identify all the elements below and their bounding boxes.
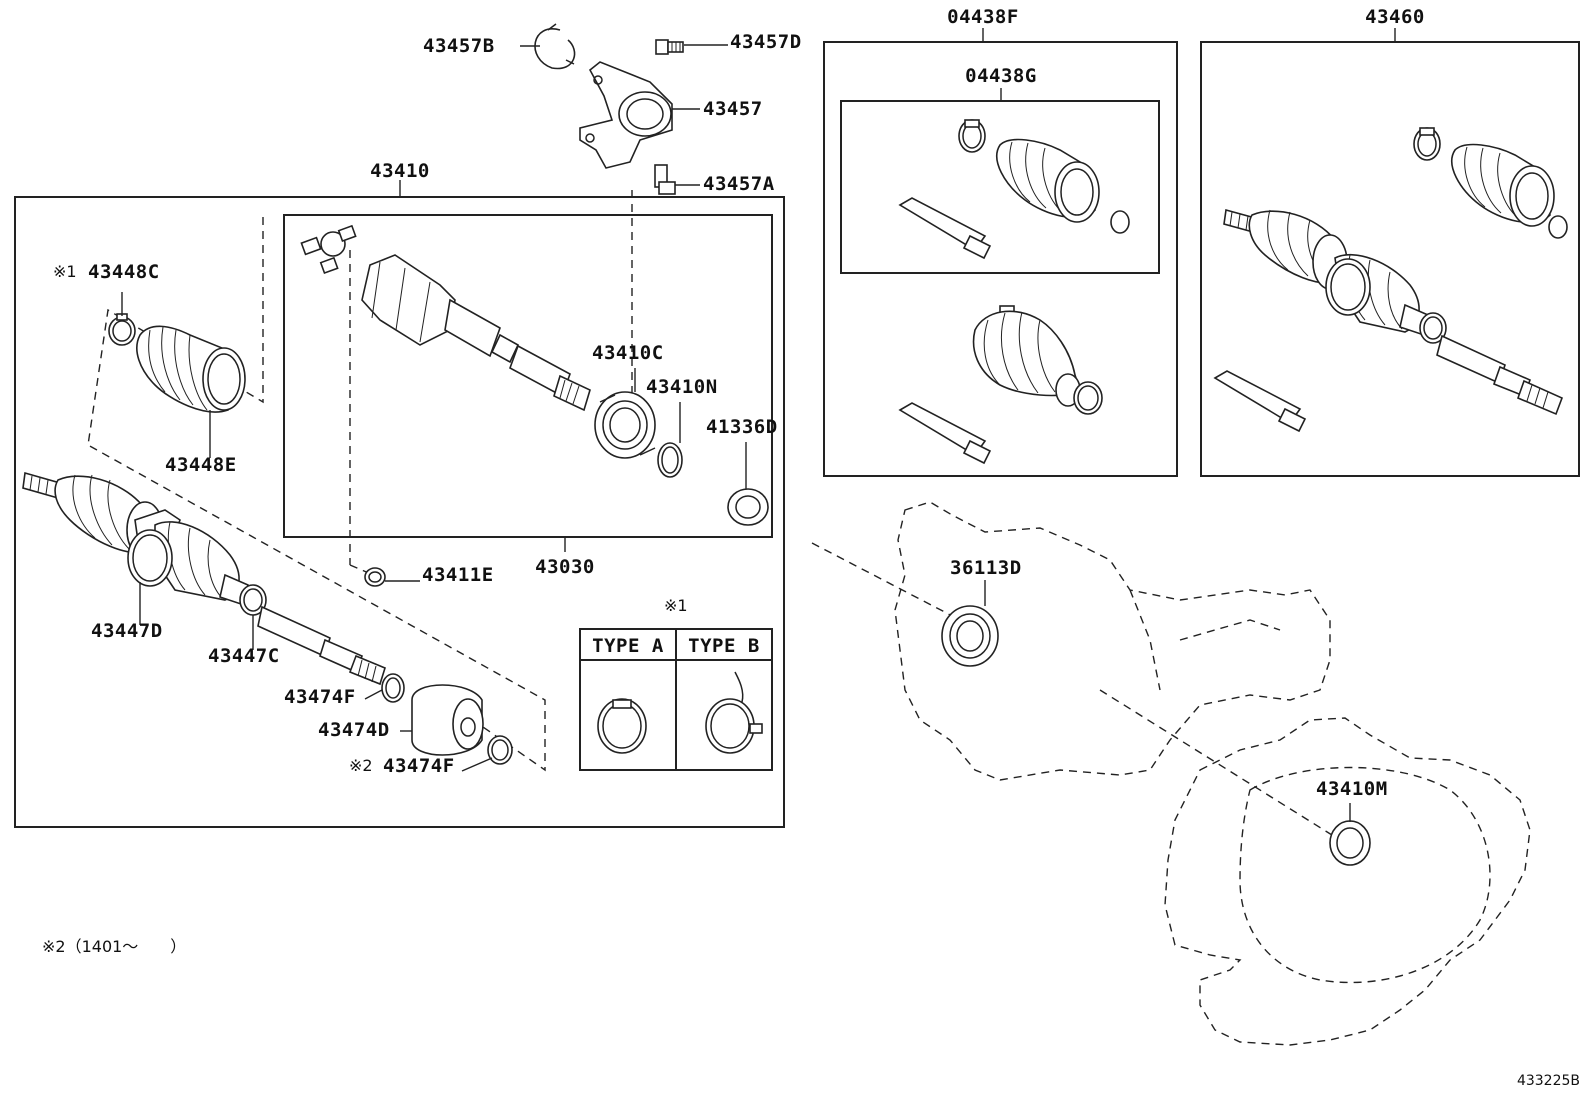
label-box-04438F: 04438F	[947, 6, 1019, 28]
outboard-joint-shaft	[22, 471, 386, 686]
oil-seal-36113D	[941, 605, 999, 667]
kit-g-boot	[996, 138, 1100, 223]
bearing-bracket-43457	[579, 61, 673, 169]
label-43410C: 43410C	[592, 342, 664, 364]
label-43457: 43457	[703, 98, 763, 120]
boot-43448E	[136, 325, 246, 413]
tripod-joint	[300, 224, 357, 275]
snap-ring-43410N	[657, 442, 683, 478]
label-43457B: 43457B	[423, 35, 495, 57]
type-table	[579, 628, 773, 771]
assy-43460-clamp	[1413, 127, 1441, 161]
assy-43460-shaft	[1223, 208, 1564, 416]
label-box-43460: 43460	[1365, 6, 1425, 28]
assy-43460-grease-tube	[1213, 370, 1307, 433]
oil-seal-41336D	[727, 488, 769, 526]
type-a-label: TYPE A	[592, 635, 664, 657]
kit-g-clamp	[958, 119, 986, 153]
box-04438G	[840, 100, 1160, 274]
guide-lines	[87, 190, 1341, 841]
assy-43460-boot	[1451, 143, 1568, 239]
label-43410M: 43410M	[1316, 778, 1388, 800]
snap-ring-43457B	[534, 23, 576, 70]
label-box-43410: 43410	[370, 160, 430, 182]
inboard-joint-shaft	[361, 254, 591, 412]
label-43448E: 43448E	[165, 454, 237, 476]
kit-g-snap-ring	[1110, 210, 1130, 234]
box-04438F	[823, 41, 1178, 477]
diagram-id: 433225B	[1517, 1073, 1580, 1089]
type-a-clamp	[597, 698, 647, 754]
snap-ring-43411E	[364, 567, 386, 587]
bolt-43457A	[654, 164, 676, 195]
kit-f-boot	[972, 305, 1103, 415]
label-box-04438G: 04438G	[965, 65, 1037, 87]
label-43448C: 43448C	[88, 261, 160, 283]
label-43410N: 43410N	[646, 376, 718, 398]
kit-g-grease-tube	[898, 197, 992, 260]
box-43030	[283, 214, 773, 538]
mark-ref2-43474F: ※2	[349, 756, 373, 775]
damper-43474D	[411, 684, 484, 756]
label-41336D: 41336D	[706, 416, 778, 438]
label-43447D: 43447D	[91, 620, 163, 642]
label-43474F-upper: 43474F	[284, 686, 356, 708]
label-36113D: 36113D	[950, 557, 1022, 579]
bearing-43410C	[594, 391, 656, 459]
oil-seal-43410M	[1329, 820, 1371, 866]
type-b-clamp	[705, 671, 763, 754]
leader-lines	[121, 44, 1351, 822]
type-table-ref: ※1	[664, 596, 688, 615]
clamp-43474F-lower	[487, 735, 513, 765]
label-43457A: 43457A	[703, 173, 775, 195]
transmission-case	[1164, 717, 1531, 1046]
clamp-43448C	[108, 313, 136, 346]
footnote: ※2（1401～ ）	[42, 937, 186, 956]
label-43474F-lower: 43474F	[383, 755, 455, 777]
kit-f-grease-tube	[898, 402, 992, 465]
label-43447C: 43447C	[208, 645, 280, 667]
mark-ref1-43448C: ※1	[53, 262, 77, 281]
label-box-43030: 43030	[535, 556, 595, 578]
bolt-43457D	[655, 39, 684, 55]
label-43474D: 43474D	[318, 719, 390, 741]
differential-housing	[894, 501, 1331, 781]
label-43457D: 43457D	[730, 31, 802, 53]
label-43411E: 43411E	[422, 564, 494, 586]
clamp-43474F-upper	[381, 673, 405, 703]
box-43460	[1200, 41, 1580, 477]
type-b-label: TYPE B	[688, 635, 760, 657]
